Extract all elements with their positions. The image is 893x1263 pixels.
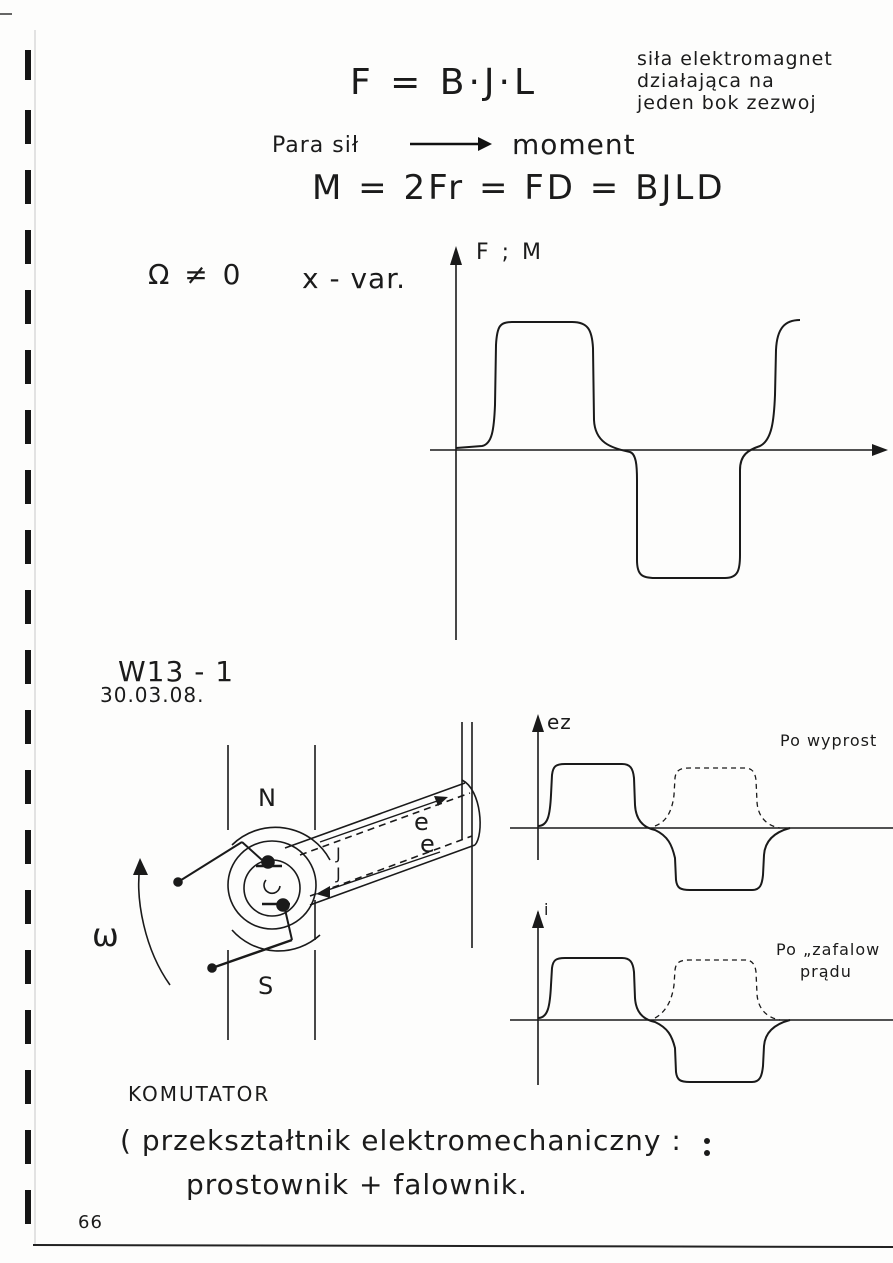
graph-force-moment — [430, 246, 888, 640]
przeksztaltnik-line: ( przekształtnik elektromechaniczny : — [120, 1124, 682, 1157]
graph2-note: Po wyprost — [780, 731, 878, 750]
rotor-ring — [227, 840, 317, 930]
lecture-date: 30.03.08. — [100, 683, 205, 707]
note-force-line-2: działająca na — [637, 70, 775, 92]
graph3-note-line-1: Po „zafalow — [776, 940, 881, 959]
omega-label: ω — [92, 916, 120, 954]
coil-label-e1: e — [414, 808, 430, 836]
coil-label-e2: e — [420, 830, 436, 858]
graph3-axis-label: i — [544, 900, 550, 919]
graph2-dashed — [654, 767, 781, 829]
graph2-axis-label: ez — [547, 710, 572, 734]
pole-n-label: N — [258, 784, 277, 812]
dc-machine-sketch — [133, 722, 481, 1040]
graph1-y-arrow — [450, 246, 462, 265]
coil-top-edge — [284, 782, 466, 849]
commutator-ring — [243, 859, 301, 917]
note-force-line-3: jeden bok zezwoj — [637, 92, 817, 114]
commutator-core — [263, 879, 281, 895]
graph3-dashed — [654, 959, 781, 1021]
pole-s-label: S — [258, 972, 275, 1000]
formula-m: M = 2Fr = FD = BJLD — [312, 168, 726, 208]
rotor-outer-top — [231, 826, 331, 861]
graph-emf — [510, 714, 893, 891]
binding-holes — [25, 50, 31, 1224]
coil-end — [461, 779, 481, 846]
arrow-right-icon — [410, 137, 492, 151]
graph-current — [510, 910, 893, 1085]
note-force-line-1: siła elektromagnet — [637, 48, 833, 70]
graph1-axis-label: F ; M — [476, 240, 545, 265]
moment-word: moment — [512, 128, 636, 161]
omega-condition: Ω ≠ 0 — [148, 258, 244, 291]
graph3-waveform — [537, 957, 791, 1083]
x-var: x - var. — [302, 262, 407, 295]
graph1-x-arrow — [872, 444, 888, 456]
rotation-arrow — [137, 864, 171, 986]
para-sil: Para sił — [272, 133, 360, 158]
formula-f: F = B·J·L — [350, 62, 539, 103]
graph1-waveform — [455, 319, 801, 579]
graph3-note-line-2: prądu — [800, 962, 852, 981]
komutator-heading: KOMUTATOR — [128, 1082, 271, 1106]
page-bottom-edge — [32, 1244, 893, 1248]
lecture-code: W13 - 1 — [118, 655, 235, 688]
prostownik-line: prostownik + falownik. — [186, 1168, 528, 1201]
coil-bottom-edge — [309, 844, 476, 906]
coil-label-j2: J — [336, 864, 342, 883]
coil-top-dashed — [299, 792, 471, 856]
coil-bottom-dashed — [309, 835, 473, 897]
rotor-outer-bottom — [231, 929, 321, 952]
page-number: 66 — [78, 1212, 103, 1233]
graph2-waveform — [537, 763, 791, 891]
coil-label-j1: J — [336, 844, 342, 863]
